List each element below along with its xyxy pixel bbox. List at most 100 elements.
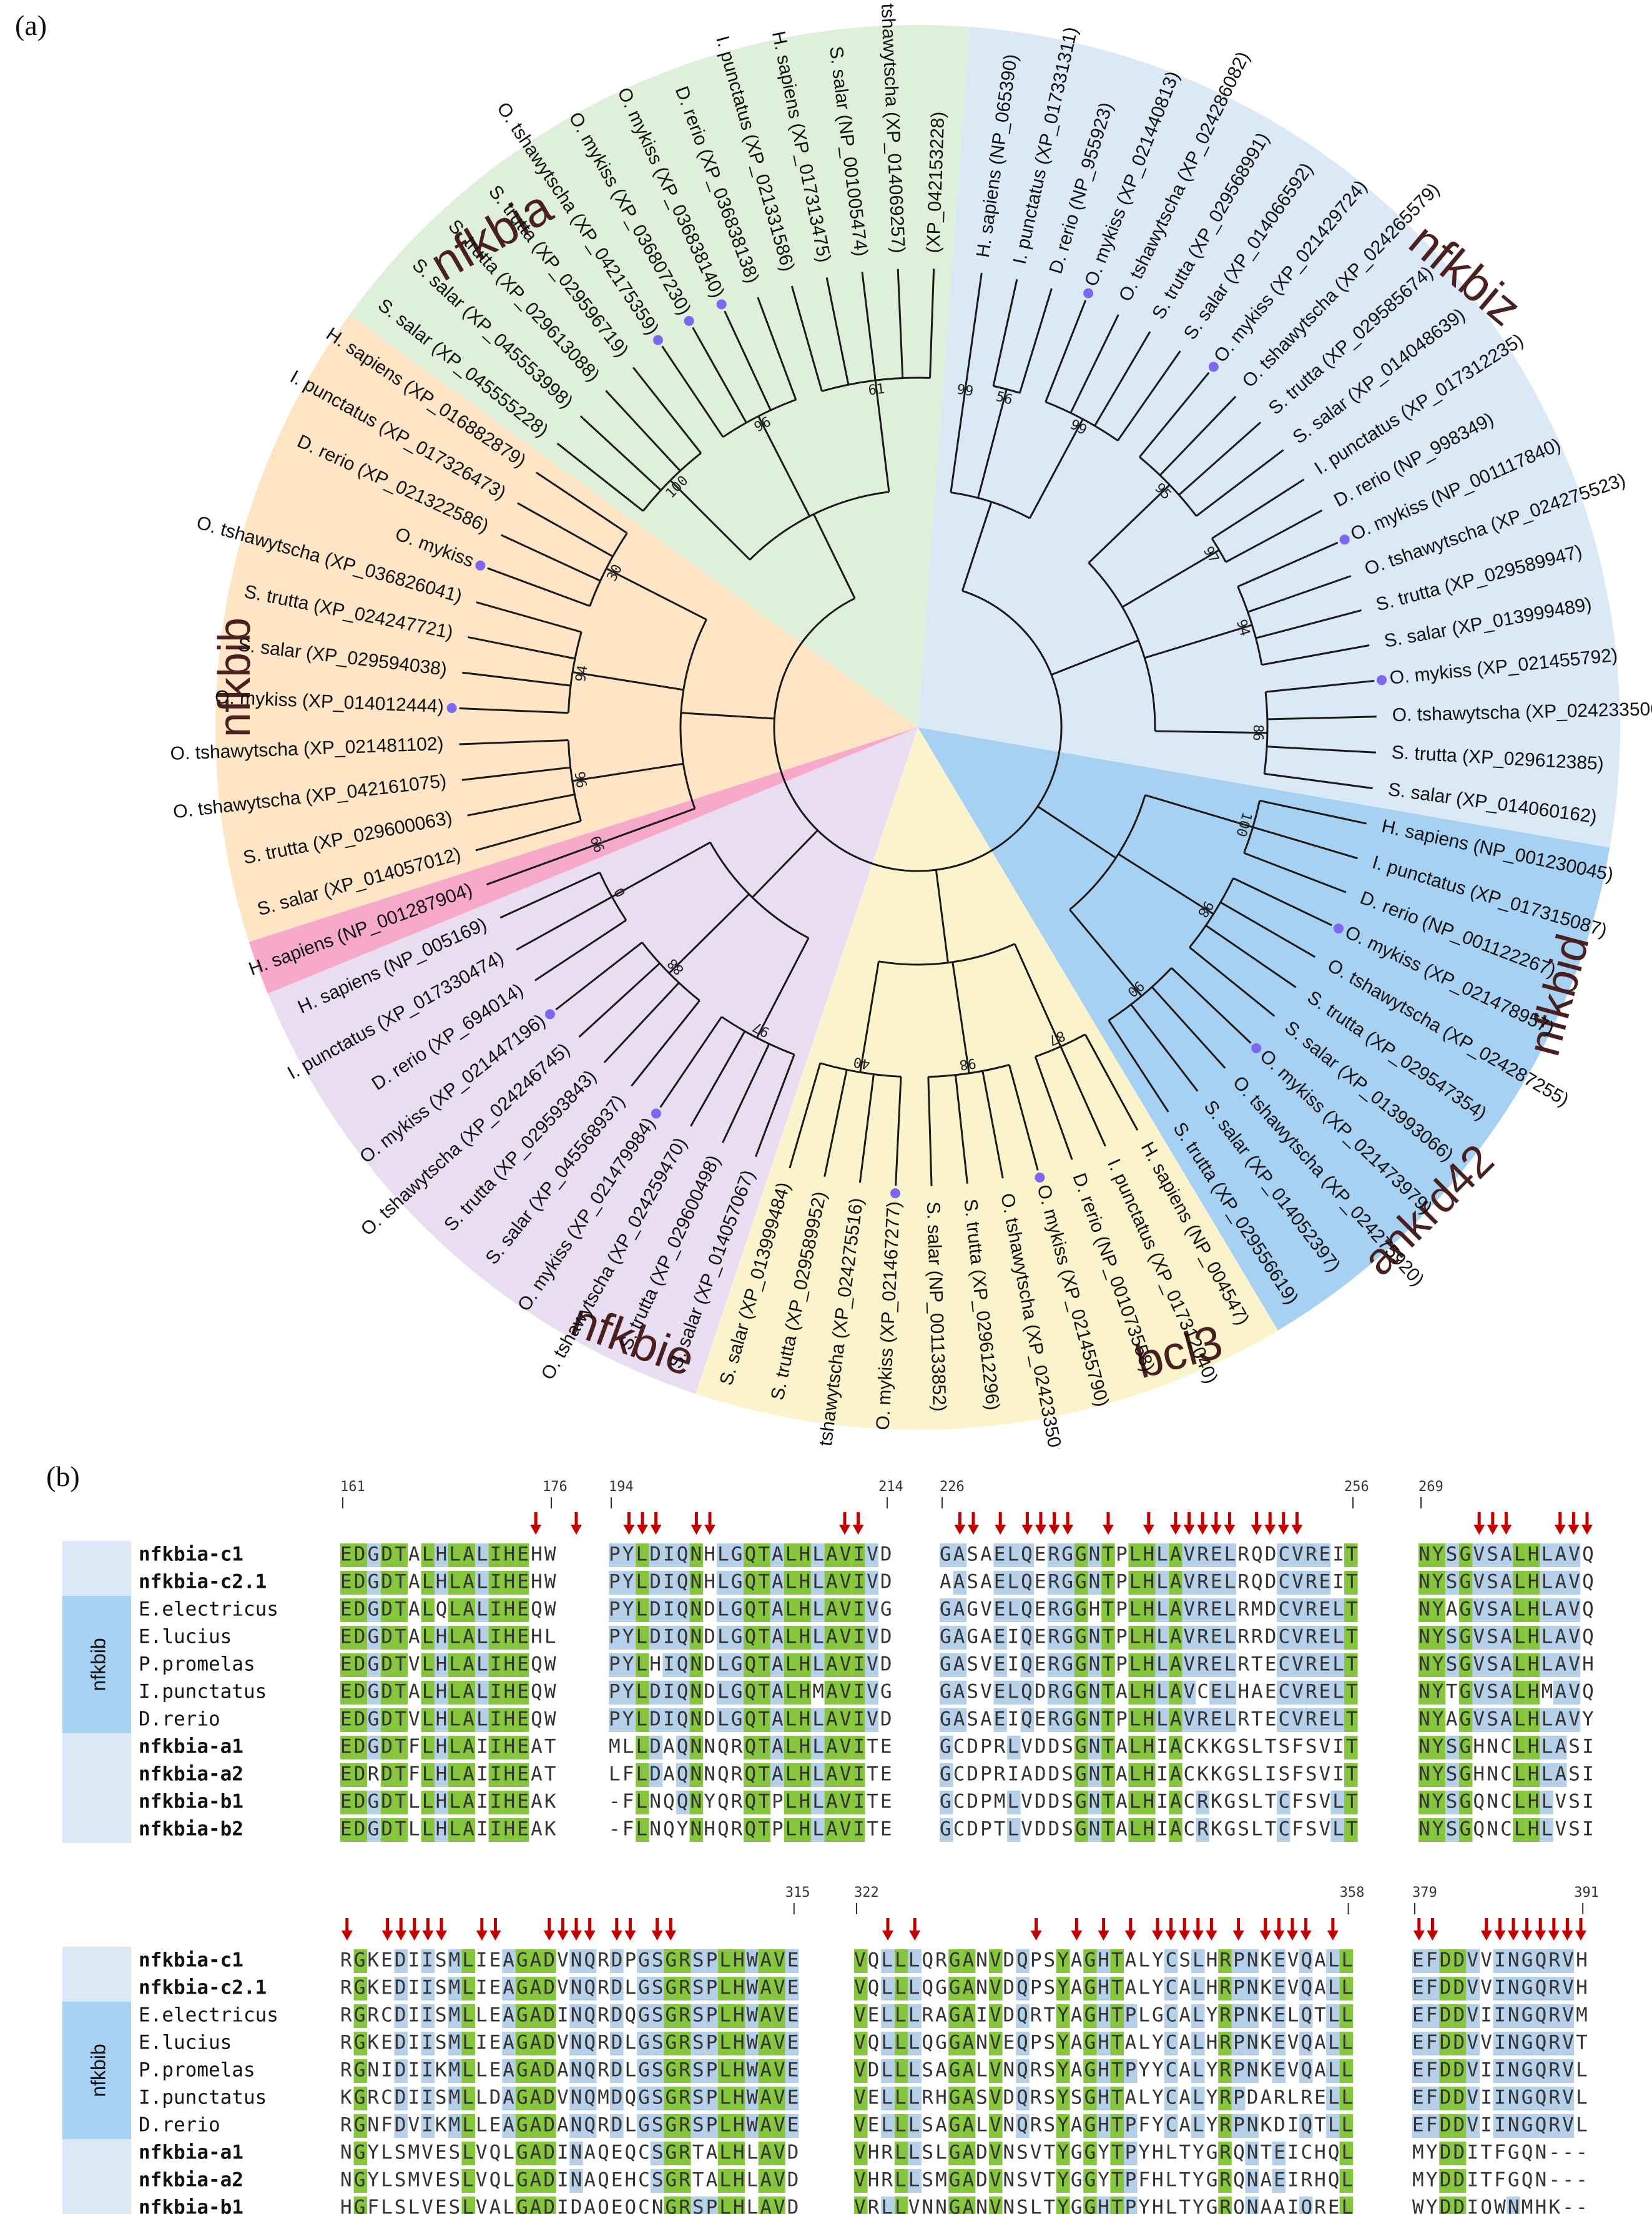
residue-shade	[1272, 1977, 1286, 2000]
residue-shade	[908, 2114, 922, 2138]
branch	[977, 389, 1008, 498]
residue-shade	[1096, 1949, 1111, 1973]
residue-shade	[953, 1653, 967, 1677]
row-name: nfkbia-c1	[139, 1543, 243, 1566]
residue-shade	[745, 2087, 759, 2110]
position-end: 315	[785, 1885, 810, 1901]
residue-shade	[1088, 1653, 1102, 1677]
residue-shade	[394, 2032, 408, 2055]
residue-shade	[757, 1653, 771, 1677]
residue-shade	[1074, 1543, 1088, 1567]
residue-shade	[1520, 1949, 1534, 1973]
residue-shade	[785, 2004, 799, 2028]
residue-shade	[380, 1736, 395, 1759]
residue-shade	[394, 1598, 408, 1622]
site-arrow-head	[954, 1525, 966, 1535]
residue-shade	[609, 1681, 622, 1705]
residue-shade	[1016, 2059, 1030, 2083]
residue-shade	[649, 1681, 663, 1705]
residue-shade	[1020, 1571, 1035, 1595]
residue-shade	[1231, 1949, 1246, 1973]
residue-shade	[1061, 1571, 1074, 1595]
residue-shade	[1074, 1571, 1088, 1595]
site-arrow-head	[1251, 1525, 1262, 1535]
residue-shade	[772, 2169, 785, 2193]
residue-shade	[1164, 2114, 1178, 2138]
residue-shade	[1124, 2197, 1138, 2214]
residue-shade	[989, 2004, 1003, 2028]
residue-shade	[894, 2169, 908, 2193]
branch	[754, 1054, 795, 1158]
residue-shade	[649, 1763, 663, 1787]
row-name: D.rerio	[139, 1708, 220, 1731]
residue-shade	[854, 2087, 868, 2110]
residue-shade	[744, 1818, 757, 1842]
residue-shade	[1418, 1763, 1432, 1787]
sector-nfkbib	[918, 727, 1610, 1331]
residue-shade	[664, 2059, 677, 2083]
residue-shade	[394, 1653, 408, 1677]
residue-shade	[367, 1543, 381, 1567]
residue-shade	[940, 1708, 953, 1732]
group-label: nfkbib	[87, 2044, 109, 2097]
site-arrow-head	[1232, 1931, 1244, 1941]
residue-shade	[1007, 1736, 1021, 1759]
residue-shade	[1547, 2032, 1561, 2055]
group-box-nfkbib	[62, 2002, 131, 2139]
residue-shade	[340, 1681, 354, 1705]
branch	[1144, 624, 1252, 659]
residue-shade	[650, 2114, 664, 2138]
residue-shade	[435, 1818, 448, 1842]
residue-shade	[1439, 2114, 1453, 2138]
residue-shade	[1222, 1681, 1237, 1705]
clade-label-nfkbib: nfkbib	[210, 617, 260, 737]
residue-shade	[1218, 2004, 1232, 2028]
residue-shade	[609, 1626, 622, 1650]
site-arrow-head	[1554, 1525, 1566, 1535]
residue-shade	[515, 1543, 529, 1567]
residue-shade	[1245, 2059, 1259, 2083]
residue-shade	[1020, 1626, 1035, 1650]
site-arrow-head	[1581, 1525, 1593, 1535]
site-arrow-head	[968, 1525, 979, 1535]
residue-shade	[689, 1791, 704, 1814]
branch	[1069, 314, 1119, 414]
branch	[790, 285, 823, 391]
branch	[1259, 799, 1367, 825]
residue-shade	[730, 1653, 744, 1677]
residue-shade	[662, 1708, 676, 1732]
residue-shade	[1304, 1653, 1317, 1677]
site-arrow-head	[1192, 1931, 1204, 1941]
residue-shade	[908, 2169, 922, 2193]
residue-shade	[811, 1708, 825, 1732]
branch	[951, 962, 970, 1074]
sequence-row: GASVEIQERGGNTPLHLAVRELRTECVRELT	[940, 1653, 1358, 1676]
residue-shade	[650, 2032, 664, 2055]
residue-shade	[1326, 2032, 1340, 2055]
residue-shade	[1432, 1791, 1446, 1814]
residue-shade	[730, 1543, 744, 1567]
residue-shade	[1507, 1949, 1520, 1973]
residue-shade	[1245, 1949, 1259, 1973]
residue-shade	[1083, 2004, 1097, 2028]
residue-shade	[1218, 2169, 1232, 2193]
sequence-row: WYDDIQWNMHK--	[1412, 2197, 1588, 2214]
residue-shade	[1218, 2087, 1232, 2110]
residue-shade	[865, 1598, 878, 1622]
residue-shade	[1458, 1571, 1473, 1595]
residue-shade	[1533, 1977, 1547, 2000]
branch	[632, 367, 702, 454]
residue-shade	[730, 1598, 744, 1622]
residue-shade	[1128, 1543, 1142, 1567]
residue-shade	[854, 1977, 868, 2000]
residue-shade	[1317, 1626, 1331, 1650]
residue-shade	[1007, 1598, 1021, 1622]
residue-shade	[1110, 2032, 1124, 2055]
sequence-row: RGNIDIIKMLLEAGADANQRDLGSGRSPLHWAVE	[340, 2059, 799, 2082]
residue-shade	[529, 1949, 543, 1973]
residue-shade	[785, 2032, 799, 2055]
residue-shade	[1486, 1598, 1500, 1622]
residue-shade	[435, 1543, 448, 1567]
salmonid-marker	[1339, 534, 1350, 545]
residue-shade	[881, 1949, 895, 1973]
